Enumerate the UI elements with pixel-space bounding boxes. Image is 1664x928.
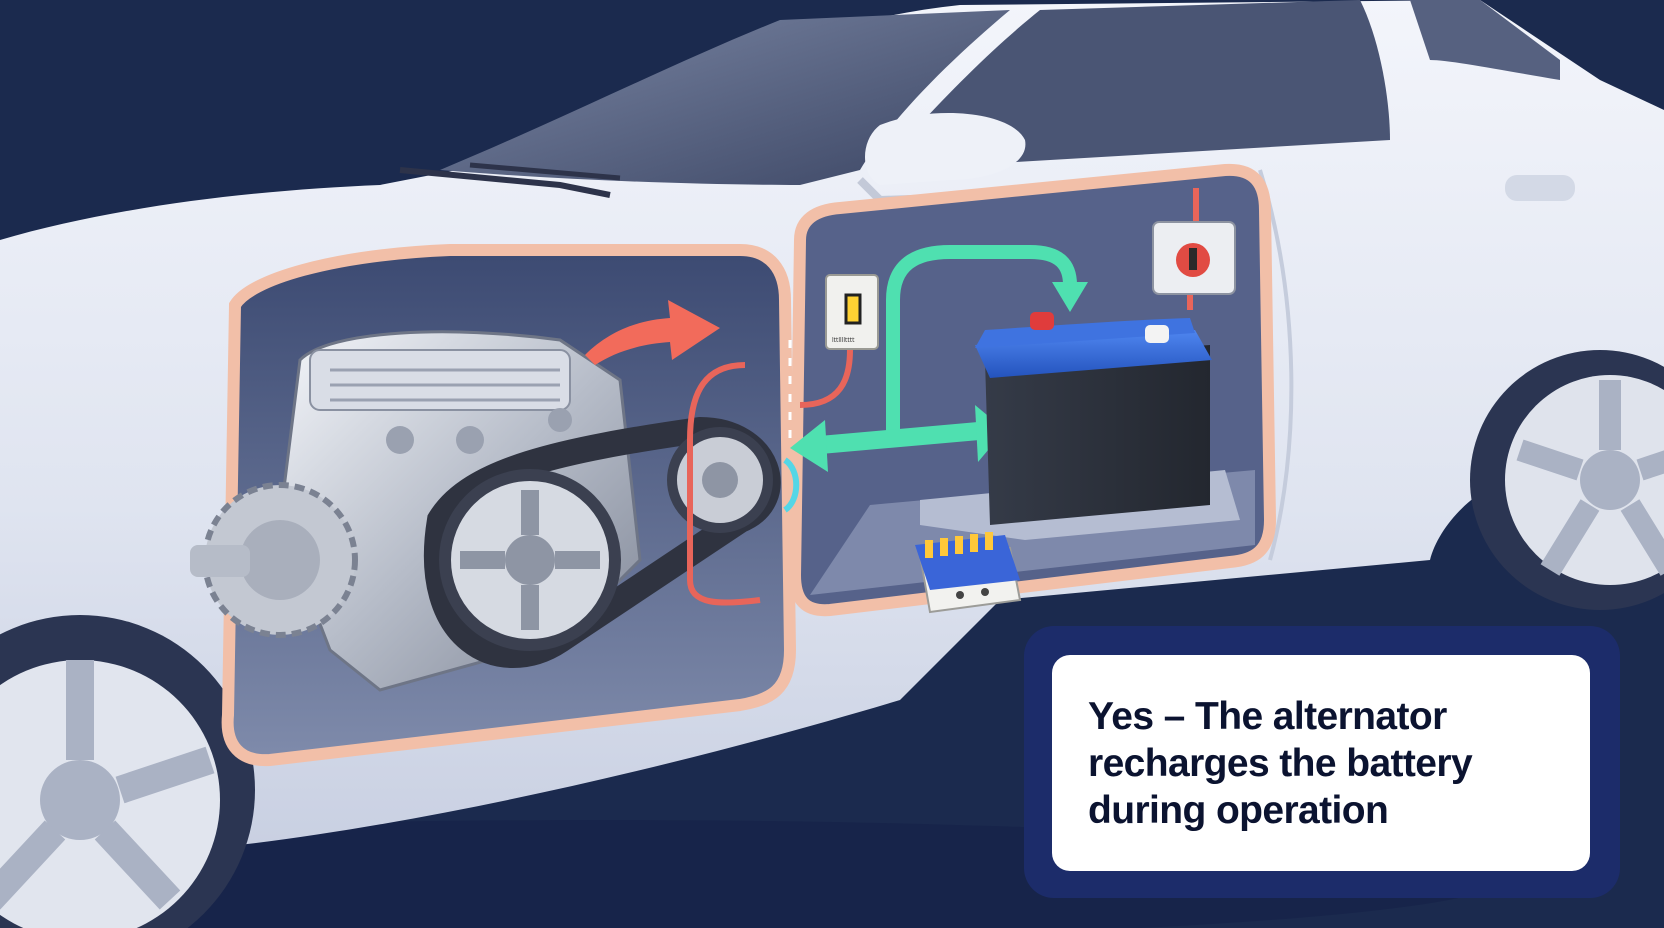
charging-flow-arrow	[790, 245, 1088, 472]
caption-text: Yes – The alternator recharges the batte…	[1088, 695, 1473, 832]
windshield	[440, 10, 1010, 185]
relay-icon: lttlllltttt	[825, 274, 879, 350]
caption-card: Yes – The alternator recharges the batte…	[1052, 655, 1590, 871]
negative-terminal	[1145, 325, 1169, 343]
rear-window	[1410, 0, 1560, 80]
door-handle	[1505, 175, 1575, 201]
side-mirror	[865, 113, 1026, 185]
drive-belt-icon	[423, 416, 781, 668]
car-battery-icon	[920, 312, 1240, 540]
positive-terminal	[1030, 312, 1054, 330]
fuse-box-icon	[915, 532, 1020, 590]
switch-icon	[1152, 221, 1236, 295]
mechanical-flow-arrow	[585, 300, 720, 365]
relay-label: lttlllltttt	[832, 337, 855, 344]
